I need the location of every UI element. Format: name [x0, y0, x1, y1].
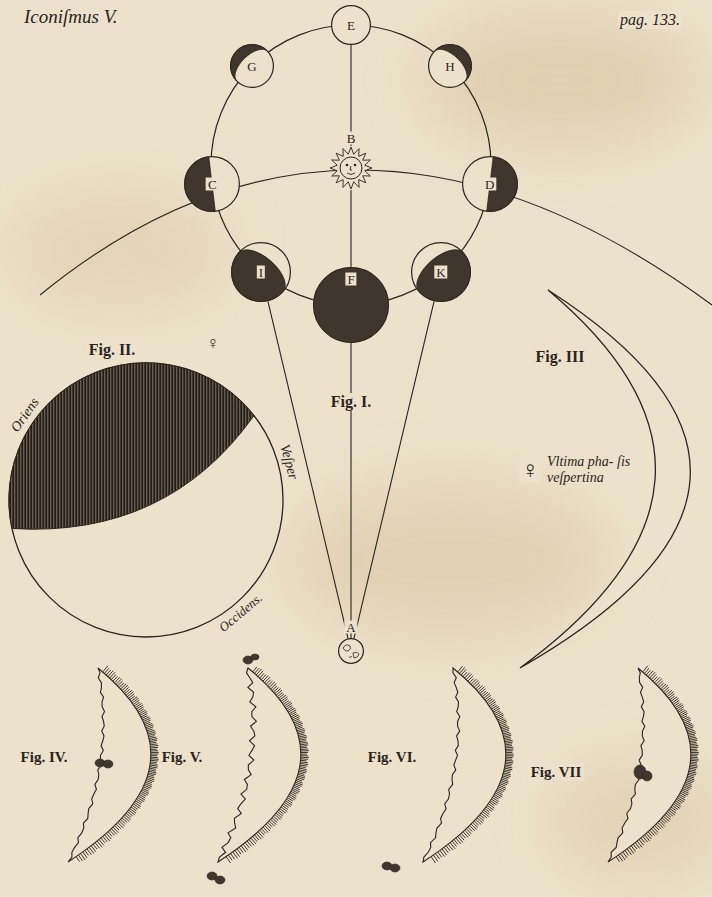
point-letter: K — [434, 266, 447, 279]
venus-symbol: ♀ — [204, 333, 222, 353]
venus-gibbous: G — [230, 44, 274, 88]
planet-shadow — [222, 36, 268, 81]
venus-crescent: I — [231, 242, 291, 302]
point-letter: B — [345, 132, 358, 145]
figure-label: Fig. VII — [529, 764, 584, 781]
point-letter: A — [344, 621, 357, 634]
figure-label: Fig. IV. — [19, 749, 70, 766]
venus-crescent-small — [608, 666, 699, 862]
point-letter: I — [257, 266, 265, 279]
planet-shadow — [435, 36, 481, 81]
venus-crescent-small — [382, 666, 514, 872]
planet-disc — [314, 268, 389, 343]
shape-group — [220, 242, 293, 314]
sight-line — [268, 301, 348, 638]
point-letter: G — [245, 60, 258, 73]
sight-line — [350, 343, 351, 638]
point-letter: C — [206, 178, 219, 191]
plate-title: Iconiſmus V. — [24, 7, 118, 28]
venus-crescent: K — [411, 242, 471, 302]
phase-note: Vltima pha- ſis veſpertina — [545, 454, 641, 485]
sun-eye — [346, 164, 349, 167]
crescent-body — [68, 668, 151, 862]
planet-disc — [332, 6, 371, 45]
sun-eye — [354, 164, 357, 167]
surface-spot — [390, 864, 400, 872]
sight-line — [354, 301, 434, 638]
shape-group — [429, 36, 481, 88]
point-letter: D — [483, 178, 496, 191]
page-number: pag. 133. — [618, 11, 682, 29]
venus-symbol: ♀ — [519, 457, 541, 484]
surface-spot — [215, 876, 225, 884]
venus-crescent-small — [68, 666, 159, 862]
venus-disc-large — [9, 363, 283, 637]
planet-shadow — [220, 242, 293, 314]
venus-half: D — [462, 156, 518, 212]
sight-line — [350, 190, 351, 267]
point-letter: E — [345, 19, 357, 32]
shape-group — [409, 242, 482, 314]
stain — [420, 10, 700, 150]
earth-disc — [339, 639, 364, 664]
venus-new: F — [313, 267, 389, 343]
surface-spot — [251, 654, 259, 660]
crescent-body — [423, 668, 506, 862]
figure-label: Fig. II. — [87, 341, 138, 359]
surface-spot — [642, 771, 652, 781]
planet-shadow — [409, 242, 482, 314]
venus-crescent-small — [207, 654, 309, 884]
sun-mouth — [347, 166, 355, 175]
shape-group — [330, 147, 372, 189]
venus-half: C — [184, 156, 240, 212]
shape-group — [222, 36, 274, 88]
venus-shadow — [9, 363, 254, 529]
figure-label: Fig. III — [534, 348, 587, 366]
planet-shadow — [314, 268, 389, 343]
venus-crescent-large — [520, 290, 690, 668]
point-letter: H — [443, 60, 456, 73]
shape-group — [332, 6, 371, 45]
shape-group — [462, 157, 520, 215]
earth-outline — [338, 638, 364, 664]
venus-crescent-group — [68, 654, 699, 884]
earth-continents — [343, 645, 359, 658]
figure-label: Fig. I. — [329, 393, 373, 411]
earth: A — [338, 638, 364, 664]
shape-group — [339, 639, 364, 664]
venus-gibbous: H — [428, 44, 472, 88]
sun-rays — [330, 147, 372, 189]
crescent-body — [218, 668, 301, 862]
crescent-body — [608, 668, 691, 862]
figure-label: Fig. VI. — [366, 749, 418, 766]
point-letter: F — [345, 273, 356, 286]
surface-spot — [103, 760, 113, 768]
sun-face — [340, 157, 362, 179]
sun-outline — [329, 146, 373, 190]
sun: B — [329, 146, 373, 190]
shape-group — [182, 157, 240, 215]
venus-full: E — [331, 5, 371, 45]
figure-label: Fig. V. — [160, 749, 205, 766]
shape-group — [314, 268, 389, 343]
stain — [290, 480, 610, 640]
